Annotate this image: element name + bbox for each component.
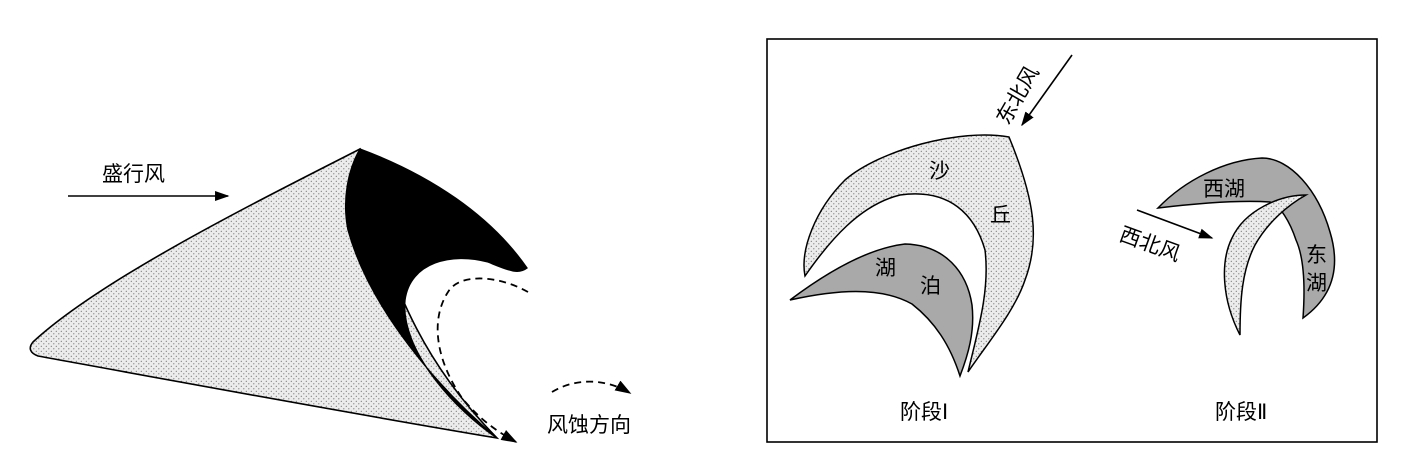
stage1-label: 阶段Ⅰ — [900, 400, 948, 424]
stage1-lake — [789, 243, 974, 379]
stage1-dune-char-2: 丘 — [990, 203, 1011, 227]
erosion-direction-legend-arrow — [551, 380, 632, 394]
left-figure: 盛行风 风蚀方向 — [29, 147, 632, 443]
stage1-dune-char-1: 沙 — [929, 159, 950, 183]
stage1-lake-char-2: 泊 — [920, 274, 941, 298]
stage2-label: 阶段Ⅱ — [1215, 400, 1267, 424]
stage2-dune — [1223, 194, 1309, 336]
right-figure-frame — [766, 38, 1378, 443]
erosion-path-dashed — [436, 277, 529, 443]
stage1-dune — [803, 134, 1035, 373]
stage1-lake-char-1: 湖 — [875, 256, 896, 280]
northeast-wind-arrow — [1021, 54, 1073, 127]
right-figure: 沙 丘 湖 泊 东北风 西湖 东 湖 西北风 阶段Ⅰ 阶段Ⅱ — [766, 38, 1378, 443]
prevailing-wind-label: 盛行风 — [102, 162, 165, 186]
stage2-east-lake-char-1: 东 — [1306, 243, 1327, 267]
stage2-west-lake-label: 西湖 — [1203, 177, 1245, 201]
yardang-sand-body — [29, 147, 500, 440]
northwest-wind-arrow — [1136, 209, 1214, 239]
erosion-direction-label: 风蚀方向 — [547, 413, 631, 437]
stage2-east-lake-char-2: 湖 — [1306, 271, 1327, 295]
eroded-windward-face — [344, 148, 528, 439]
